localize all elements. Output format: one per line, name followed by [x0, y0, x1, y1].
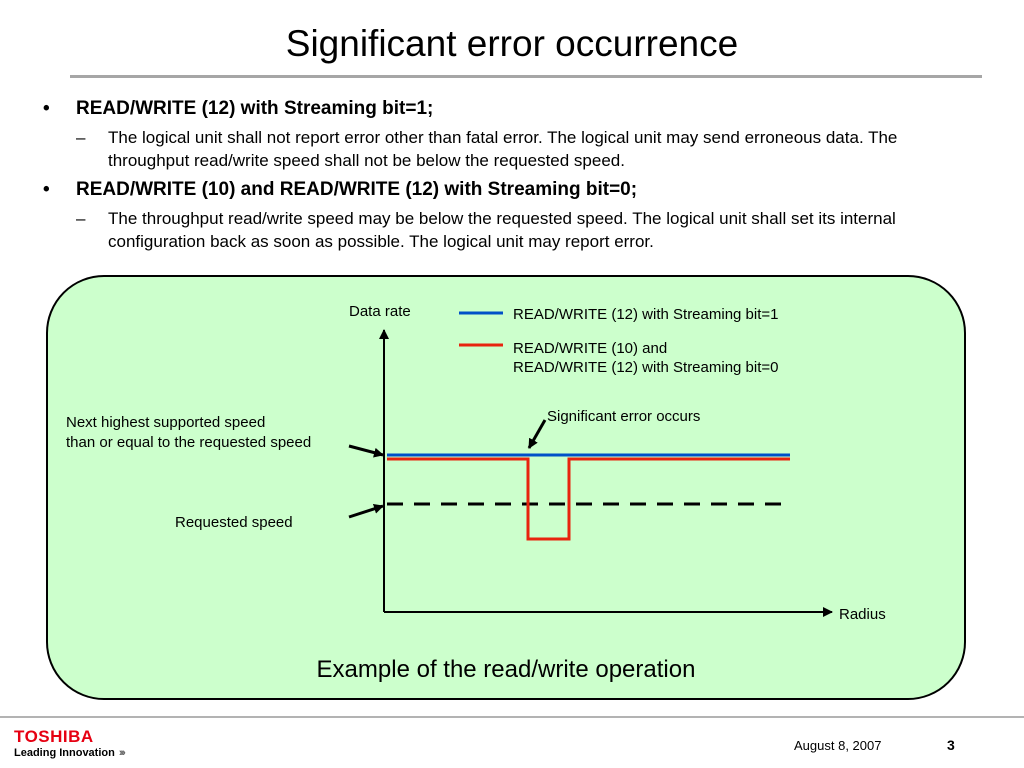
x-axis-label: Radius	[839, 606, 886, 623]
diagram-panel	[46, 275, 966, 700]
error-arrow	[527, 419, 547, 449]
bullet-1: • READ/WRITE (12) with Streaming bit=1;	[40, 96, 980, 122]
requested-speed-annotation: Requested speed	[175, 514, 293, 531]
sub-bullet-symbol: –	[76, 128, 86, 147]
page-number: 3	[947, 737, 955, 753]
sub-bullet-1-text: The logical unit shall not report error …	[108, 128, 898, 170]
footer-divider	[0, 716, 1024, 718]
bullet-symbol: •	[43, 98, 50, 119]
next-speed-arrow	[348, 444, 384, 458]
requested-speed-arrow	[348, 504, 384, 519]
legend-red-label-1: READ/WRITE (10) and	[513, 340, 668, 357]
bullet-1-text: READ/WRITE (12) with Streaming bit=1;	[76, 98, 434, 119]
diagram-caption: Example of the read/write operation	[316, 656, 696, 683]
sub-bullet-symbol: –	[76, 209, 86, 228]
red-series-line	[387, 457, 790, 541]
tagline-text: Leading Innovation	[14, 747, 115, 759]
footer-date: August 8, 2007	[794, 738, 882, 753]
bullet-list: • READ/WRITE (12) with Streaming bit=1; …	[40, 96, 980, 258]
toshiba-logo: TOSHIBA	[14, 727, 94, 746]
bullet-2: • READ/WRITE (10) and READ/WRITE (12) wi…	[40, 177, 980, 203]
legend-red-label-2: READ/WRITE (12) with Streaming bit=0	[513, 359, 779, 376]
tagline: Leading Innovation›››	[14, 746, 126, 760]
y-axis-label: Data rate	[349, 303, 411, 320]
bullet-2-text: READ/WRITE (10) and READ/WRITE (12) with…	[76, 179, 638, 200]
bullet-symbol: •	[43, 179, 50, 200]
sub-bullet-1: – The logical unit shall not report erro…	[40, 126, 980, 172]
slide-title: Significant error occurrence	[285, 23, 739, 64]
sub-bullet-2-text: The throughput read/write speed may be b…	[108, 209, 896, 251]
next-speed-annotation-2: than or equal to the requested speed	[66, 434, 312, 451]
chevrons-icon: ›››	[118, 747, 126, 759]
title-divider	[70, 75, 982, 78]
legend-blue-label: READ/WRITE (12) with Streaming bit=1	[513, 306, 779, 323]
error-annotation: Significant error occurs	[547, 408, 701, 425]
sub-bullet-2: – The throughput read/write speed may be…	[40, 207, 980, 253]
next-speed-annotation-1: Next highest supported speed	[66, 414, 266, 431]
